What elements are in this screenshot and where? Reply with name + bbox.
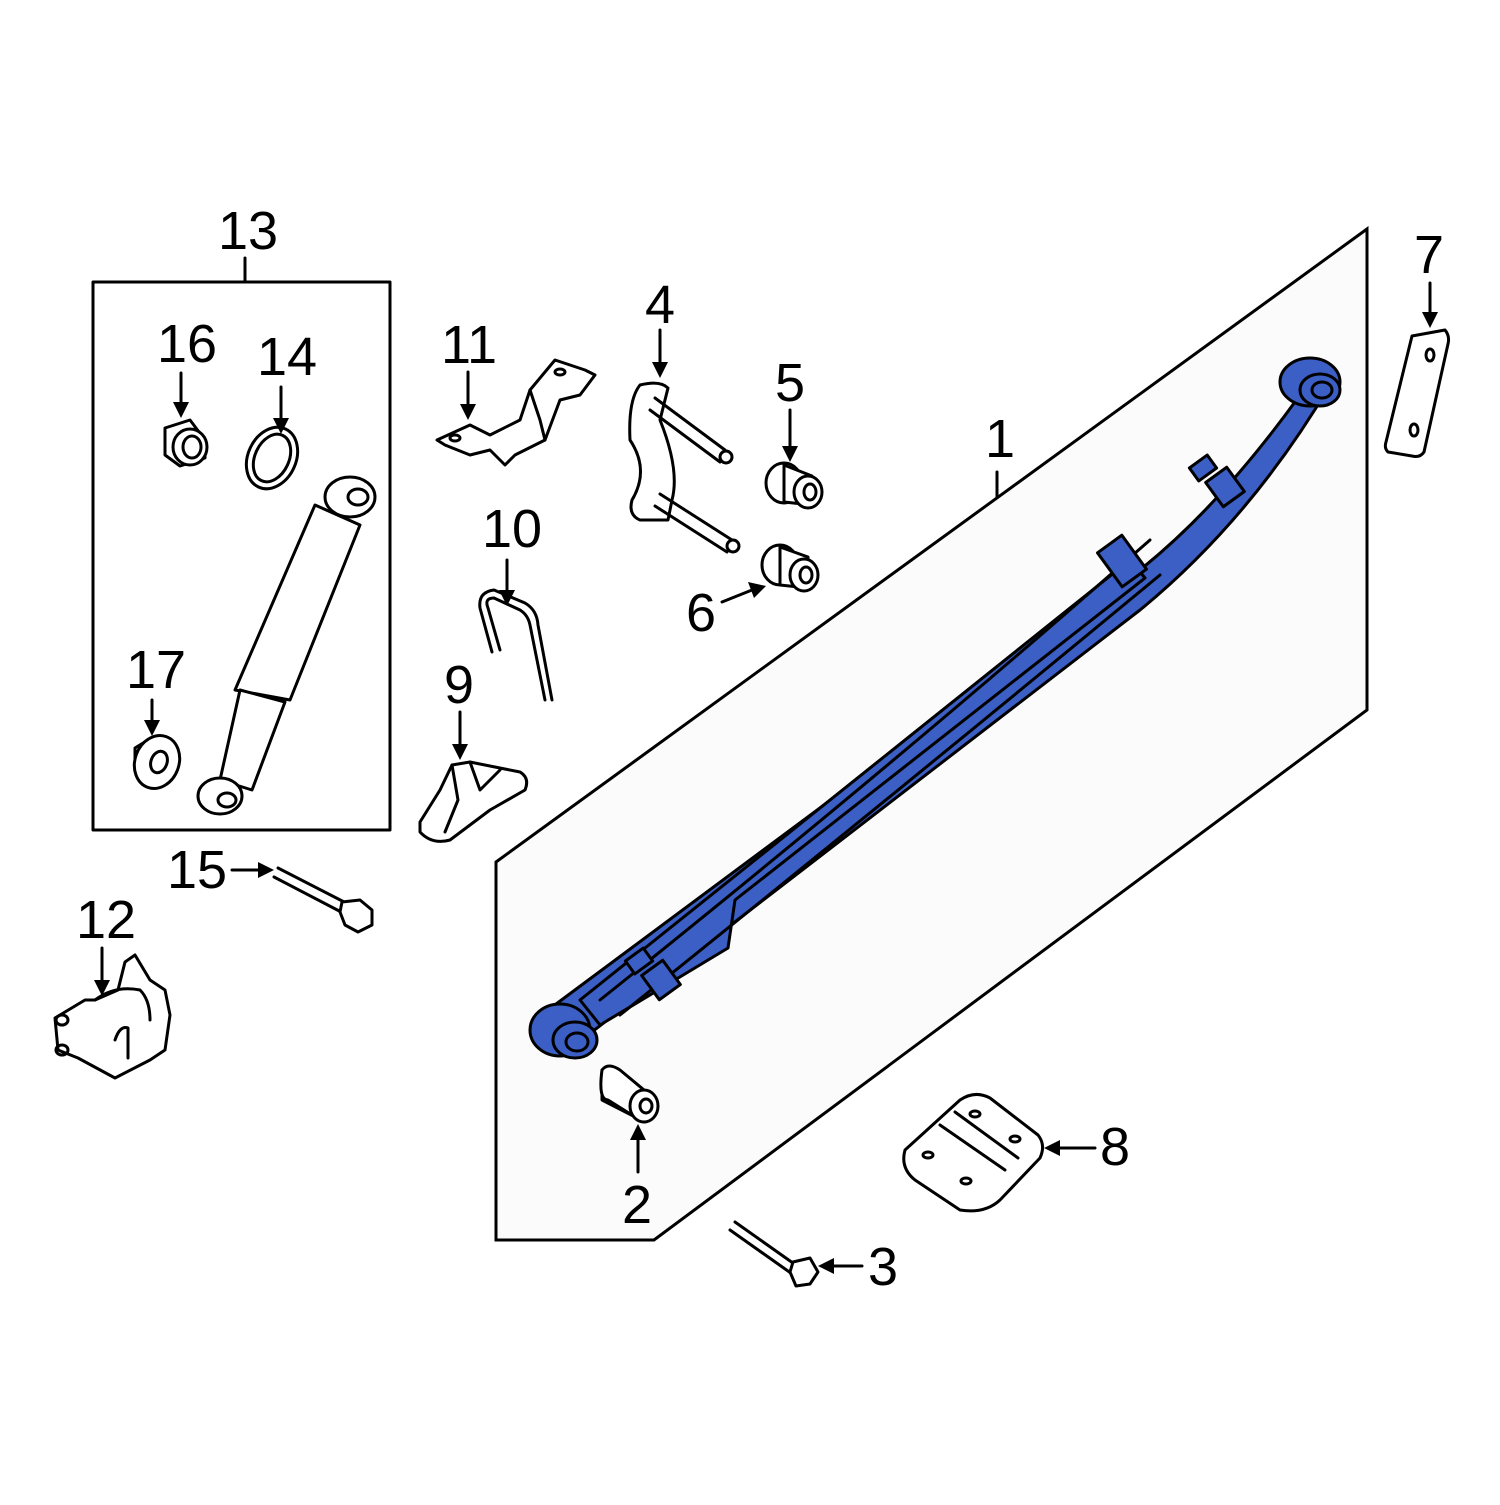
bushing-icon[interactable] xyxy=(599,1064,660,1124)
callout-13[interactable]: 13 xyxy=(218,201,279,261)
callout-5[interactable]: 5 xyxy=(775,353,806,413)
spring-plate-icon[interactable] xyxy=(902,1093,1045,1213)
callout-16[interactable]: 16 xyxy=(157,314,218,374)
bushing-upper-icon[interactable] xyxy=(764,461,824,510)
callout-1[interactable]: 1 xyxy=(985,409,1016,469)
callout-6[interactable]: 6 xyxy=(686,583,717,643)
washer-icon[interactable] xyxy=(237,419,308,497)
bolt-icon[interactable] xyxy=(728,1220,820,1288)
bump-stop-icon[interactable] xyxy=(418,760,529,843)
callout-15[interactable]: 15 xyxy=(167,840,228,900)
callout-11[interactable]: 11 xyxy=(441,315,498,375)
callout-12[interactable]: 12 xyxy=(76,890,137,950)
bushing-flanged-icon[interactable] xyxy=(127,729,187,795)
callout-8[interactable]: 8 xyxy=(1100,1117,1131,1177)
leaf-spring-icon[interactable] xyxy=(528,356,1342,1060)
callout-4[interactable]: 4 xyxy=(645,275,676,335)
callout-2[interactable]: 2 xyxy=(622,1175,653,1235)
callout-3[interactable]: 3 xyxy=(868,1237,899,1297)
shock-kit-box xyxy=(91,280,392,832)
callout-14[interactable]: 14 xyxy=(257,327,318,387)
u-bolt-icon[interactable] xyxy=(478,588,554,702)
bracket-icon[interactable] xyxy=(435,358,597,467)
callout-9[interactable]: 9 xyxy=(444,655,475,715)
bushing-lower-icon[interactable] xyxy=(760,543,820,593)
shock-bolt-icon[interactable] xyxy=(272,866,374,934)
shackle-plate-icon[interactable] xyxy=(1383,328,1451,458)
nut-icon[interactable] xyxy=(163,418,209,468)
hanger-bracket-icon[interactable] xyxy=(53,953,172,1080)
callout-7[interactable]: 7 xyxy=(1414,225,1445,285)
shackle-icon[interactable] xyxy=(628,381,741,554)
shock-absorber-icon[interactable] xyxy=(196,475,377,816)
callout-10[interactable]: 10 xyxy=(482,499,543,559)
arrow-6 xyxy=(720,588,754,604)
callout-17[interactable]: 17 xyxy=(126,640,187,700)
